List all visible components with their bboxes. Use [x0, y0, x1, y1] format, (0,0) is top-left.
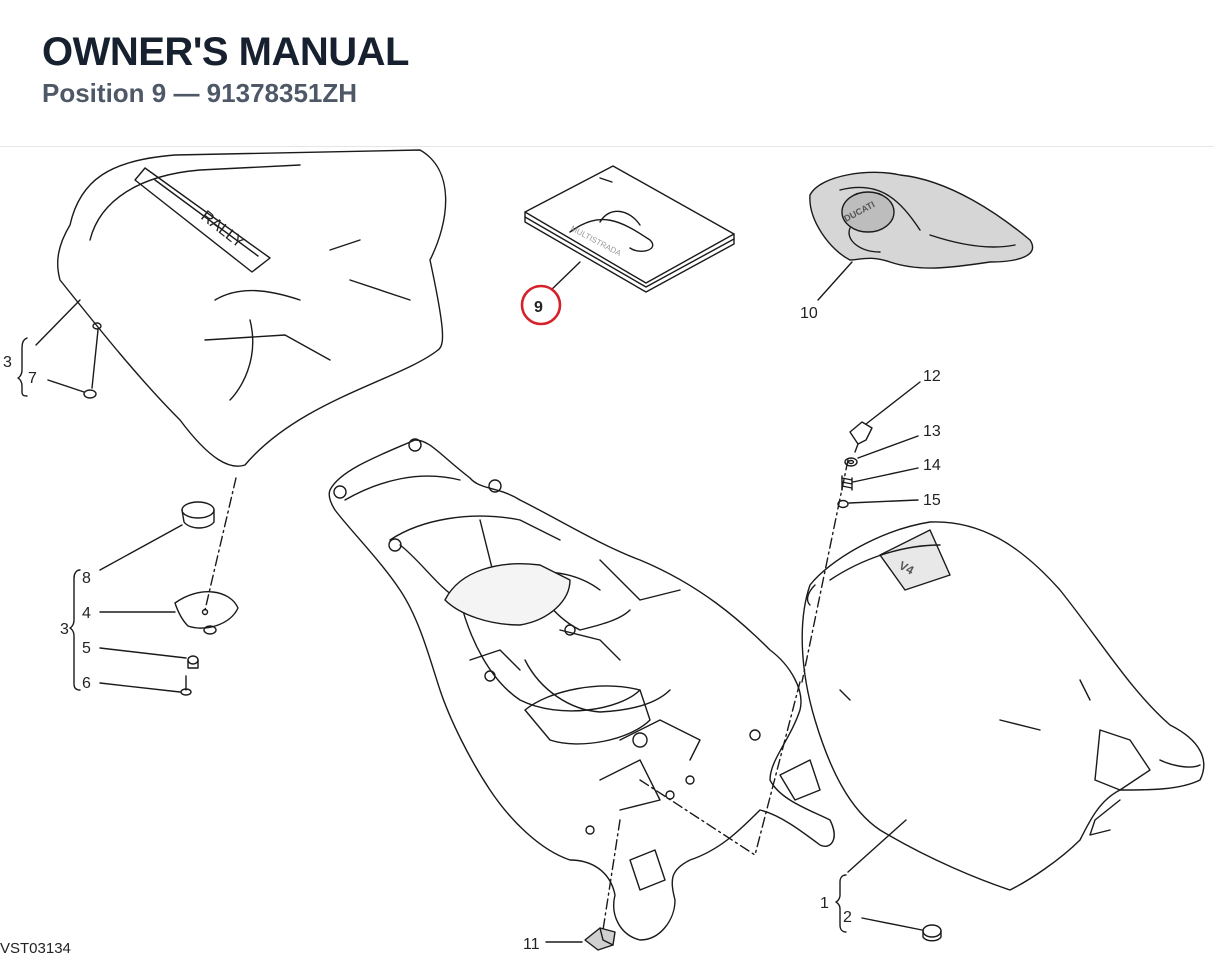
seat-logo-text: RALLY [198, 208, 248, 252]
passenger-seat [57, 149, 447, 467]
callout-9: 9 [534, 299, 543, 316]
callout-6: 6 [82, 675, 91, 692]
callout-1: 1 [820, 895, 829, 912]
seat-rear-text: V4 [897, 558, 917, 577]
lock-cylinder-12 [849, 421, 873, 453]
callout-15: 15 [923, 492, 941, 509]
callout-3-mid: 3 [60, 621, 69, 638]
page-title: OWNER'S MANUAL [42, 30, 409, 74]
drawing-code: VST03134 [0, 940, 71, 957]
leader-10 [817, 261, 853, 301]
bolt-7 [47, 322, 102, 399]
callout-2: 2 [843, 909, 852, 926]
leader-9 [547, 261, 581, 294]
callout-8: 8 [82, 570, 91, 587]
bolt-6 [180, 675, 192, 696]
grommet-2 [922, 924, 942, 942]
nut-5 [187, 655, 199, 669]
callout-4: 4 [82, 605, 91, 622]
clip-11 [584, 927, 616, 951]
callout-11: 11 [523, 936, 540, 953]
washer-13 [844, 457, 858, 467]
rear-subframe [328, 438, 835, 941]
owners-manual-book [524, 165, 735, 293]
page-subtitle: Position 9 — 91378351ZH [42, 78, 358, 108]
washer-15 [837, 499, 849, 509]
callout-13: 13 [923, 423, 941, 440]
rider-seat [801, 521, 1205, 891]
callout-9-ring [520, 284, 562, 326]
callout-5: 5 [82, 640, 91, 657]
exploded-parts-diagram: RALLY MULTISTRADA DUCATI [3, 149, 1205, 953]
mount-plate-4 [174, 591, 239, 635]
rubber-bumper-8 [181, 501, 215, 529]
callout-3-top: 3 [3, 354, 12, 371]
seat-cover [809, 171, 1034, 269]
callout-14: 14 [923, 457, 941, 474]
callout-7: 7 [28, 370, 37, 387]
callout-labels: 3 7 9 10 12 13 14 15 8 4 3 5 6 1 2 11 [3, 299, 941, 953]
callout-12: 12 [923, 368, 941, 385]
callout-10: 10 [800, 305, 818, 322]
page-header: OWNER'S MANUAL Position 9 — 91378351ZH [0, 0, 1214, 147]
